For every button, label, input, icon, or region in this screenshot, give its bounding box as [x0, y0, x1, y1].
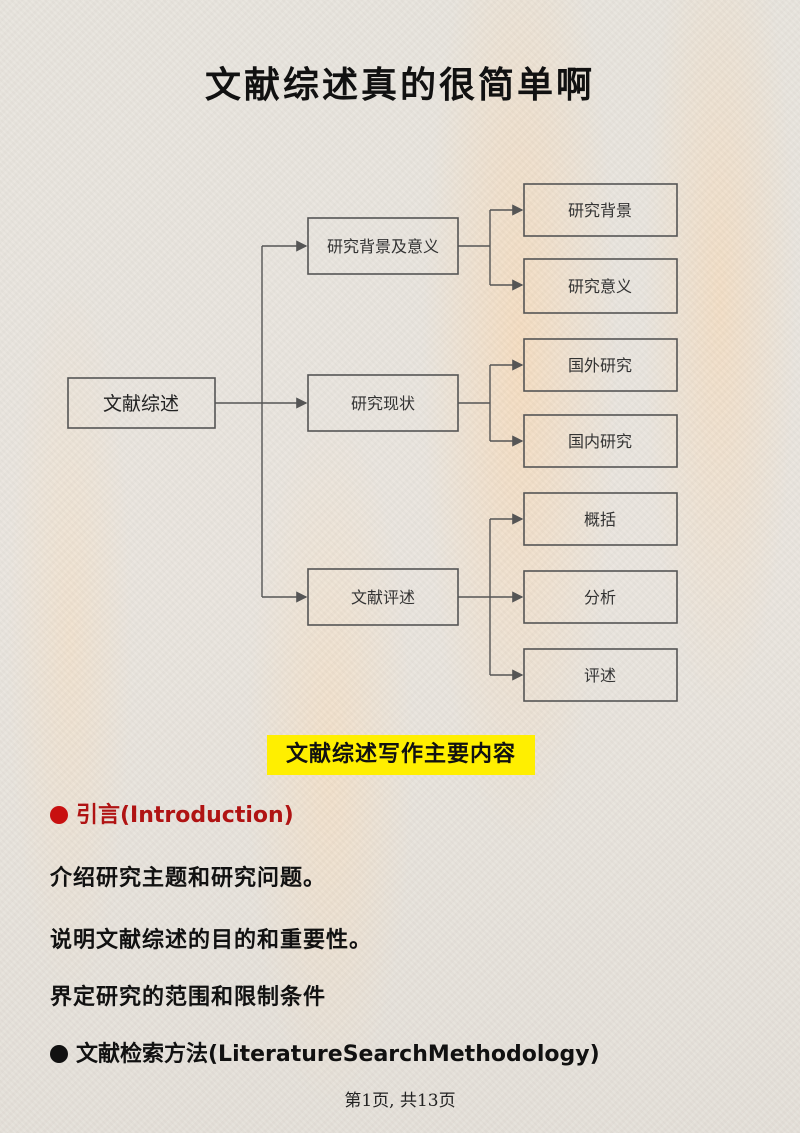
mind-map-diagram: 文献综述 研究背景及意义 研究现状 文献评述 研究背景 研究意义 国外研究 国内…	[67, 183, 678, 702]
node-label: 研究背景	[568, 201, 632, 220]
node-label: 分析	[584, 588, 616, 607]
node-label: 研究现状	[351, 394, 415, 413]
search-method-heading: 文献检索方法(LiteratureSearchMethodology)	[50, 1036, 600, 1068]
node-significance: 研究意义	[523, 258, 678, 314]
node-foreign-research: 国外研究	[523, 338, 678, 392]
node-research-status: 研究现状	[307, 374, 459, 432]
node-domestic-research: 国内研究	[523, 414, 678, 468]
node-label: 概括	[584, 510, 616, 529]
node-literature-review: 文献评述	[307, 568, 459, 626]
node-label: 文献评述	[351, 588, 415, 607]
page-footer: 第1页, 共13页	[344, 1091, 456, 1111]
search-method-heading-text: 文献检索方法(LiteratureSearchMethodology)	[76, 1042, 600, 1067]
node-label: 研究背景及意义	[327, 237, 439, 256]
intro-line-3: 界定研究的范围和限制条件	[50, 985, 327, 1010]
node-label: 国外研究	[568, 356, 632, 375]
section-subtitle: 文献综述写作主要内容	[267, 735, 535, 775]
node-research-background: 研究背景及意义	[307, 217, 459, 275]
root-node: 文献综述	[67, 377, 216, 429]
node-summary: 概括	[523, 492, 678, 546]
node-label: 研究意义	[568, 277, 632, 296]
node-background: 研究背景	[523, 183, 678, 237]
node-label: 国内研究	[568, 432, 632, 451]
intro-line-1: 介绍研究主题和研究问题。	[50, 866, 327, 891]
bullet-icon	[50, 1045, 68, 1063]
bullet-icon	[50, 806, 68, 824]
node-label: 评述	[584, 666, 616, 685]
page-title: 文献综述真的很简单啊	[204, 65, 595, 106]
intro-line-2: 说明文献综述的目的和重要性。	[50, 928, 373, 953]
node-analysis: 分析	[523, 570, 678, 624]
root-label: 文献综述	[103, 393, 179, 415]
introduction-heading-text: 引言(Introduction)	[76, 803, 294, 828]
node-critique: 评述	[523, 648, 678, 702]
introduction-heading: 引言(Introduction)	[50, 797, 294, 829]
